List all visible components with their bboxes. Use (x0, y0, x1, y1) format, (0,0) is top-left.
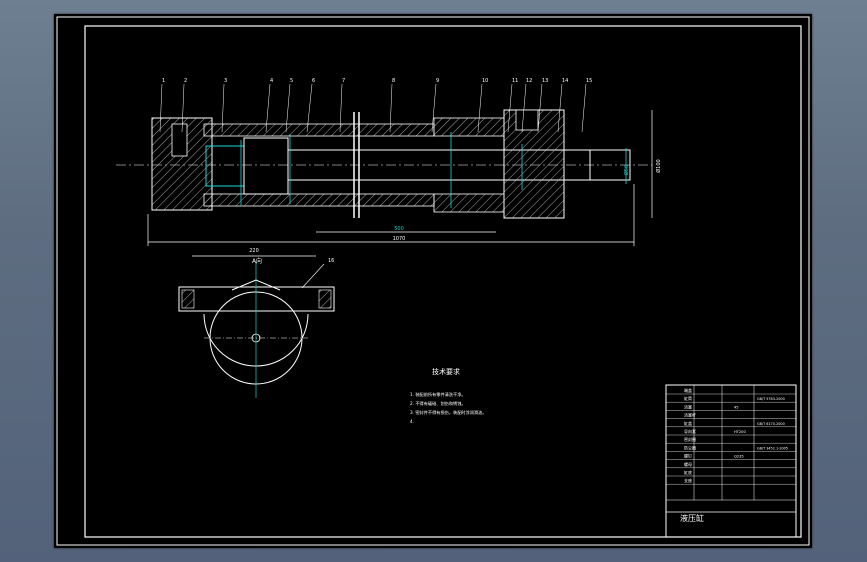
barrel-top (203, 123, 435, 137)
piston-body (243, 137, 289, 195)
barrel-bottom (203, 193, 435, 207)
part-balloon: 15 (586, 78, 592, 84)
part-balloon: 10 (482, 78, 488, 84)
parts-row-name: 活塞杆 (684, 412, 696, 418)
parts-row-name: 支座 (684, 477, 692, 483)
parts-row-standard: GB/T 3452.1-2005 (757, 446, 788, 450)
bore-label: Ø100 (655, 159, 662, 172)
outer-border (56, 16, 810, 546)
barrel-bottom-right (433, 193, 505, 213)
end-view-base (178, 286, 335, 312)
drawing-title: 液压缸 (680, 513, 704, 523)
balloon-leader (306, 83, 313, 133)
inner-border (84, 25, 802, 538)
part-balloon: 11 (512, 78, 518, 84)
overall-dimensions: 1070 500 Ø100 Ø56 (147, 110, 662, 246)
tech-requirements: 技术要求 1. 装配前所有零件清洗干净。 2. 不得有磕碰、划伤和锈蚀。 3. … (410, 367, 487, 424)
end-view: 220 A向 16 (178, 248, 335, 398)
overall-length-text: 1070 (393, 236, 406, 242)
balloon-leader (477, 83, 483, 133)
parts-row-name: 缸筒 (684, 395, 692, 401)
tech-line-3: 3. 密封件不得有损伤，装配时涂润滑油。 (410, 409, 487, 416)
barrel-top-right (433, 117, 505, 137)
stroke-text: 500 (394, 226, 404, 232)
tech-line-4: 4. (410, 419, 414, 424)
balloon-leader (431, 83, 437, 133)
section-leader (301, 263, 325, 289)
parts-row-name: 螺钉 (684, 453, 692, 459)
balloon-leader (285, 83, 291, 133)
balloon-leader (507, 83, 513, 133)
part-balloon: 12 (526, 78, 532, 84)
balloon-leader (557, 83, 563, 133)
part-balloon: 3 (224, 78, 227, 84)
balloon-leader (339, 83, 343, 133)
part-balloon: 13 (542, 78, 548, 84)
section-balloon: 16 (328, 258, 334, 264)
parts-row-name: 导向套 (684, 428, 696, 434)
part-balloon: 9 (436, 78, 439, 84)
part-balloon: 4 (270, 78, 273, 84)
parts-row-material: 45 (734, 405, 739, 409)
end-view-width-text: 220 (249, 248, 259, 254)
cylinder-section-view (151, 109, 631, 219)
tech-line-1: 1. 装配前所有零件清洗干净。 (410, 391, 466, 398)
balloon-leader (221, 83, 225, 133)
title-block-frame (665, 384, 797, 538)
part-balloon: 2 (184, 78, 187, 84)
parts-row-name: 螺母 (684, 461, 692, 467)
part-balloon: 5 (290, 78, 293, 84)
tech-heading: 技术要求 (432, 367, 460, 376)
end-view-foot-left (181, 289, 195, 309)
end-view-foot-right (318, 289, 332, 309)
part-balloon: 8 (392, 78, 395, 84)
port-right (515, 109, 539, 131)
parts-row-standard: GB/T 5783-2000 (757, 397, 785, 401)
right-dia-label: Ø56 (623, 165, 630, 175)
tech-line-2: 2. 不得有磕碰、划伤和锈蚀。 (410, 400, 466, 407)
parts-row-material: Q235 (734, 455, 744, 459)
balloon-leader (181, 83, 185, 133)
part-balloon: 14 (562, 78, 568, 84)
parts-row-name: 缸盖 (684, 420, 692, 426)
end-view-label: A向 (252, 257, 262, 265)
balloon-leader (159, 83, 163, 133)
end-view-top-boss (231, 279, 281, 291)
part-balloon: 1 (162, 78, 165, 84)
balloon-leader (265, 83, 271, 133)
parts-row-name: 活塞 (684, 403, 692, 409)
parts-row-standard: GB/T 6170-2000 (757, 422, 785, 426)
rod-end (589, 149, 631, 181)
balloon-leader (581, 83, 587, 133)
balloon-leader (521, 83, 527, 133)
parts-row-name: 缸底 (684, 469, 692, 475)
balloon-leader (389, 83, 393, 133)
port-left (171, 123, 188, 157)
part-balloon: 6 (312, 78, 315, 84)
parts-row-name: 密封圈 (684, 436, 696, 442)
part-balloon: 7 (342, 78, 345, 84)
parts-row-material: HT200 (734, 430, 746, 434)
parts-row-name: 防尘圈 (684, 444, 696, 450)
balloon-leader (537, 83, 543, 133)
parts-row-name: 端盖 (684, 387, 692, 393)
